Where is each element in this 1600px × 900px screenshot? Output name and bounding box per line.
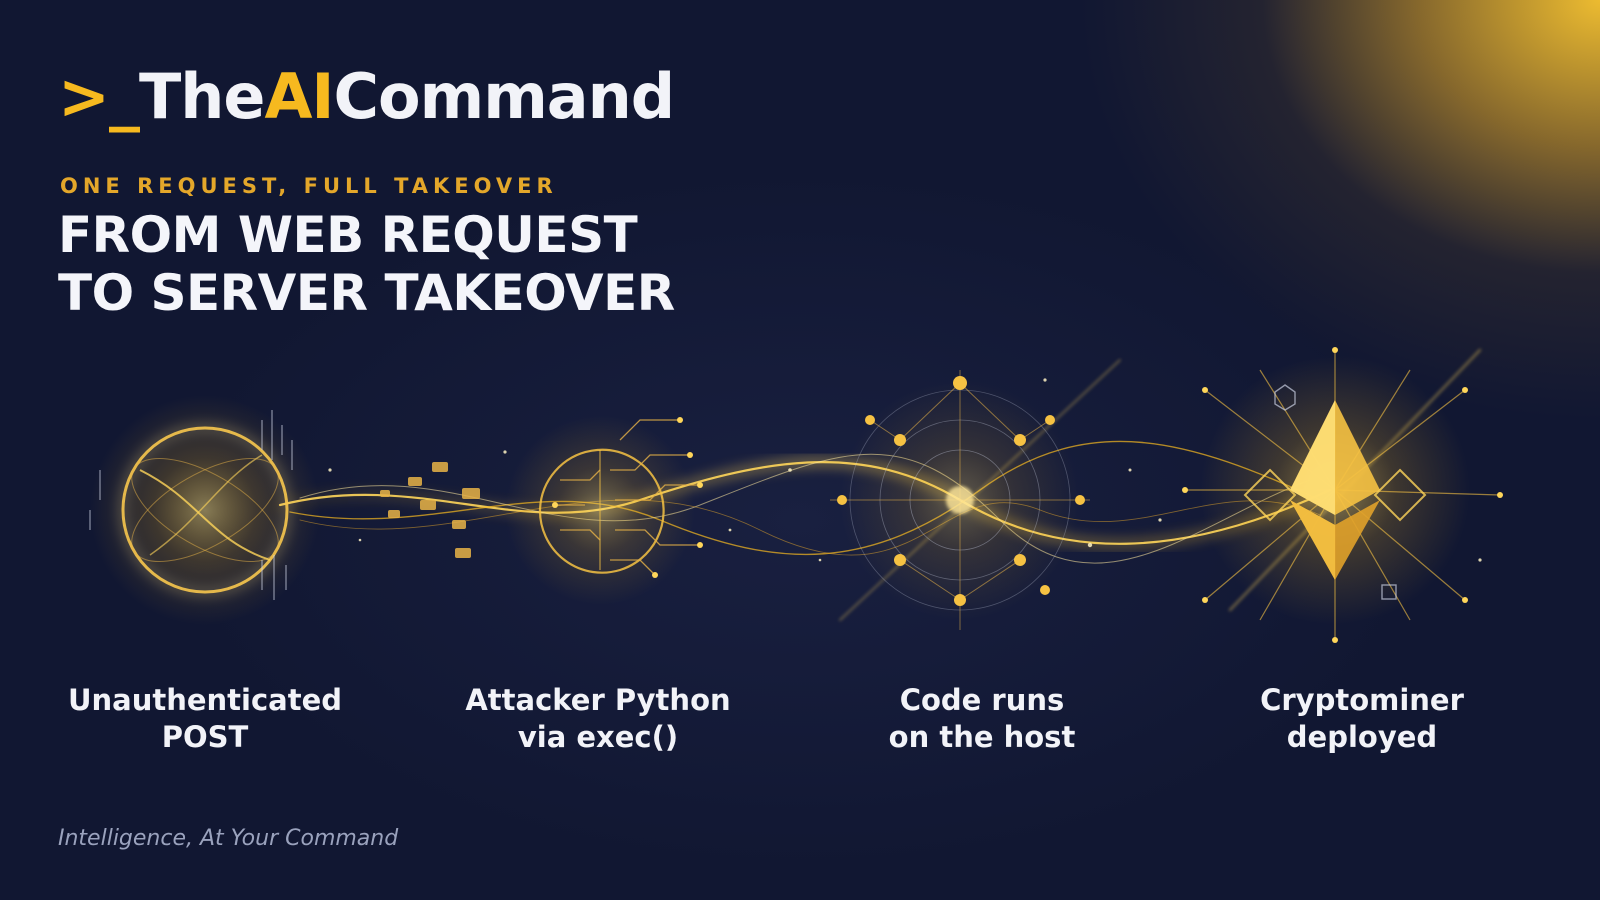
headline: FROM WEB REQUEST TO SERVER TAKEOVER xyxy=(58,206,675,322)
attack-flow-illustration xyxy=(89,347,1503,643)
data-packets xyxy=(380,462,480,558)
ethereum-crystal-icon xyxy=(1182,347,1503,643)
brand-logo: >_TheAICommand xyxy=(58,66,675,128)
network-node-icon xyxy=(830,370,1090,630)
tagline: Intelligence, At Your Command xyxy=(58,826,399,851)
terminal-prompt-icon: >_ xyxy=(58,60,140,133)
step-label-4-line1: Cryptominer xyxy=(1260,683,1464,717)
kicker: ONE REQUEST, FULL TAKEOVER xyxy=(60,174,558,198)
step-label-3-line2: on the host xyxy=(888,720,1076,754)
step-label-4-line2: deployed xyxy=(1286,720,1438,754)
circuit-brain-icon xyxy=(505,415,703,605)
step-label-2-line1: Attacker Python xyxy=(465,683,731,717)
brand-name-part1: The xyxy=(138,60,265,133)
step-label-3: Code runs on the host xyxy=(832,682,1132,756)
headline-line1: FROM WEB REQUEST xyxy=(58,206,638,264)
step-label-1-line1: Unauthenticated xyxy=(67,683,343,717)
step-label-3-line1: Code runs xyxy=(899,683,1065,717)
brand-name-part3: Command xyxy=(333,60,676,133)
headline-line2: TO SERVER TAKEOVER xyxy=(58,264,675,322)
step-label-1: Unauthenticated POST xyxy=(55,682,355,756)
step-label-4: Cryptominer deployed xyxy=(1212,682,1512,756)
glowing-sphere-icon xyxy=(89,395,320,625)
step-label-2: Attacker Python via exec() xyxy=(448,682,748,756)
sparkle-particles xyxy=(328,378,1482,562)
brand-name-part2: AI xyxy=(264,60,334,133)
step-label-1-line2: POST xyxy=(161,720,249,754)
step-label-2-line2: via exec() xyxy=(517,720,679,754)
